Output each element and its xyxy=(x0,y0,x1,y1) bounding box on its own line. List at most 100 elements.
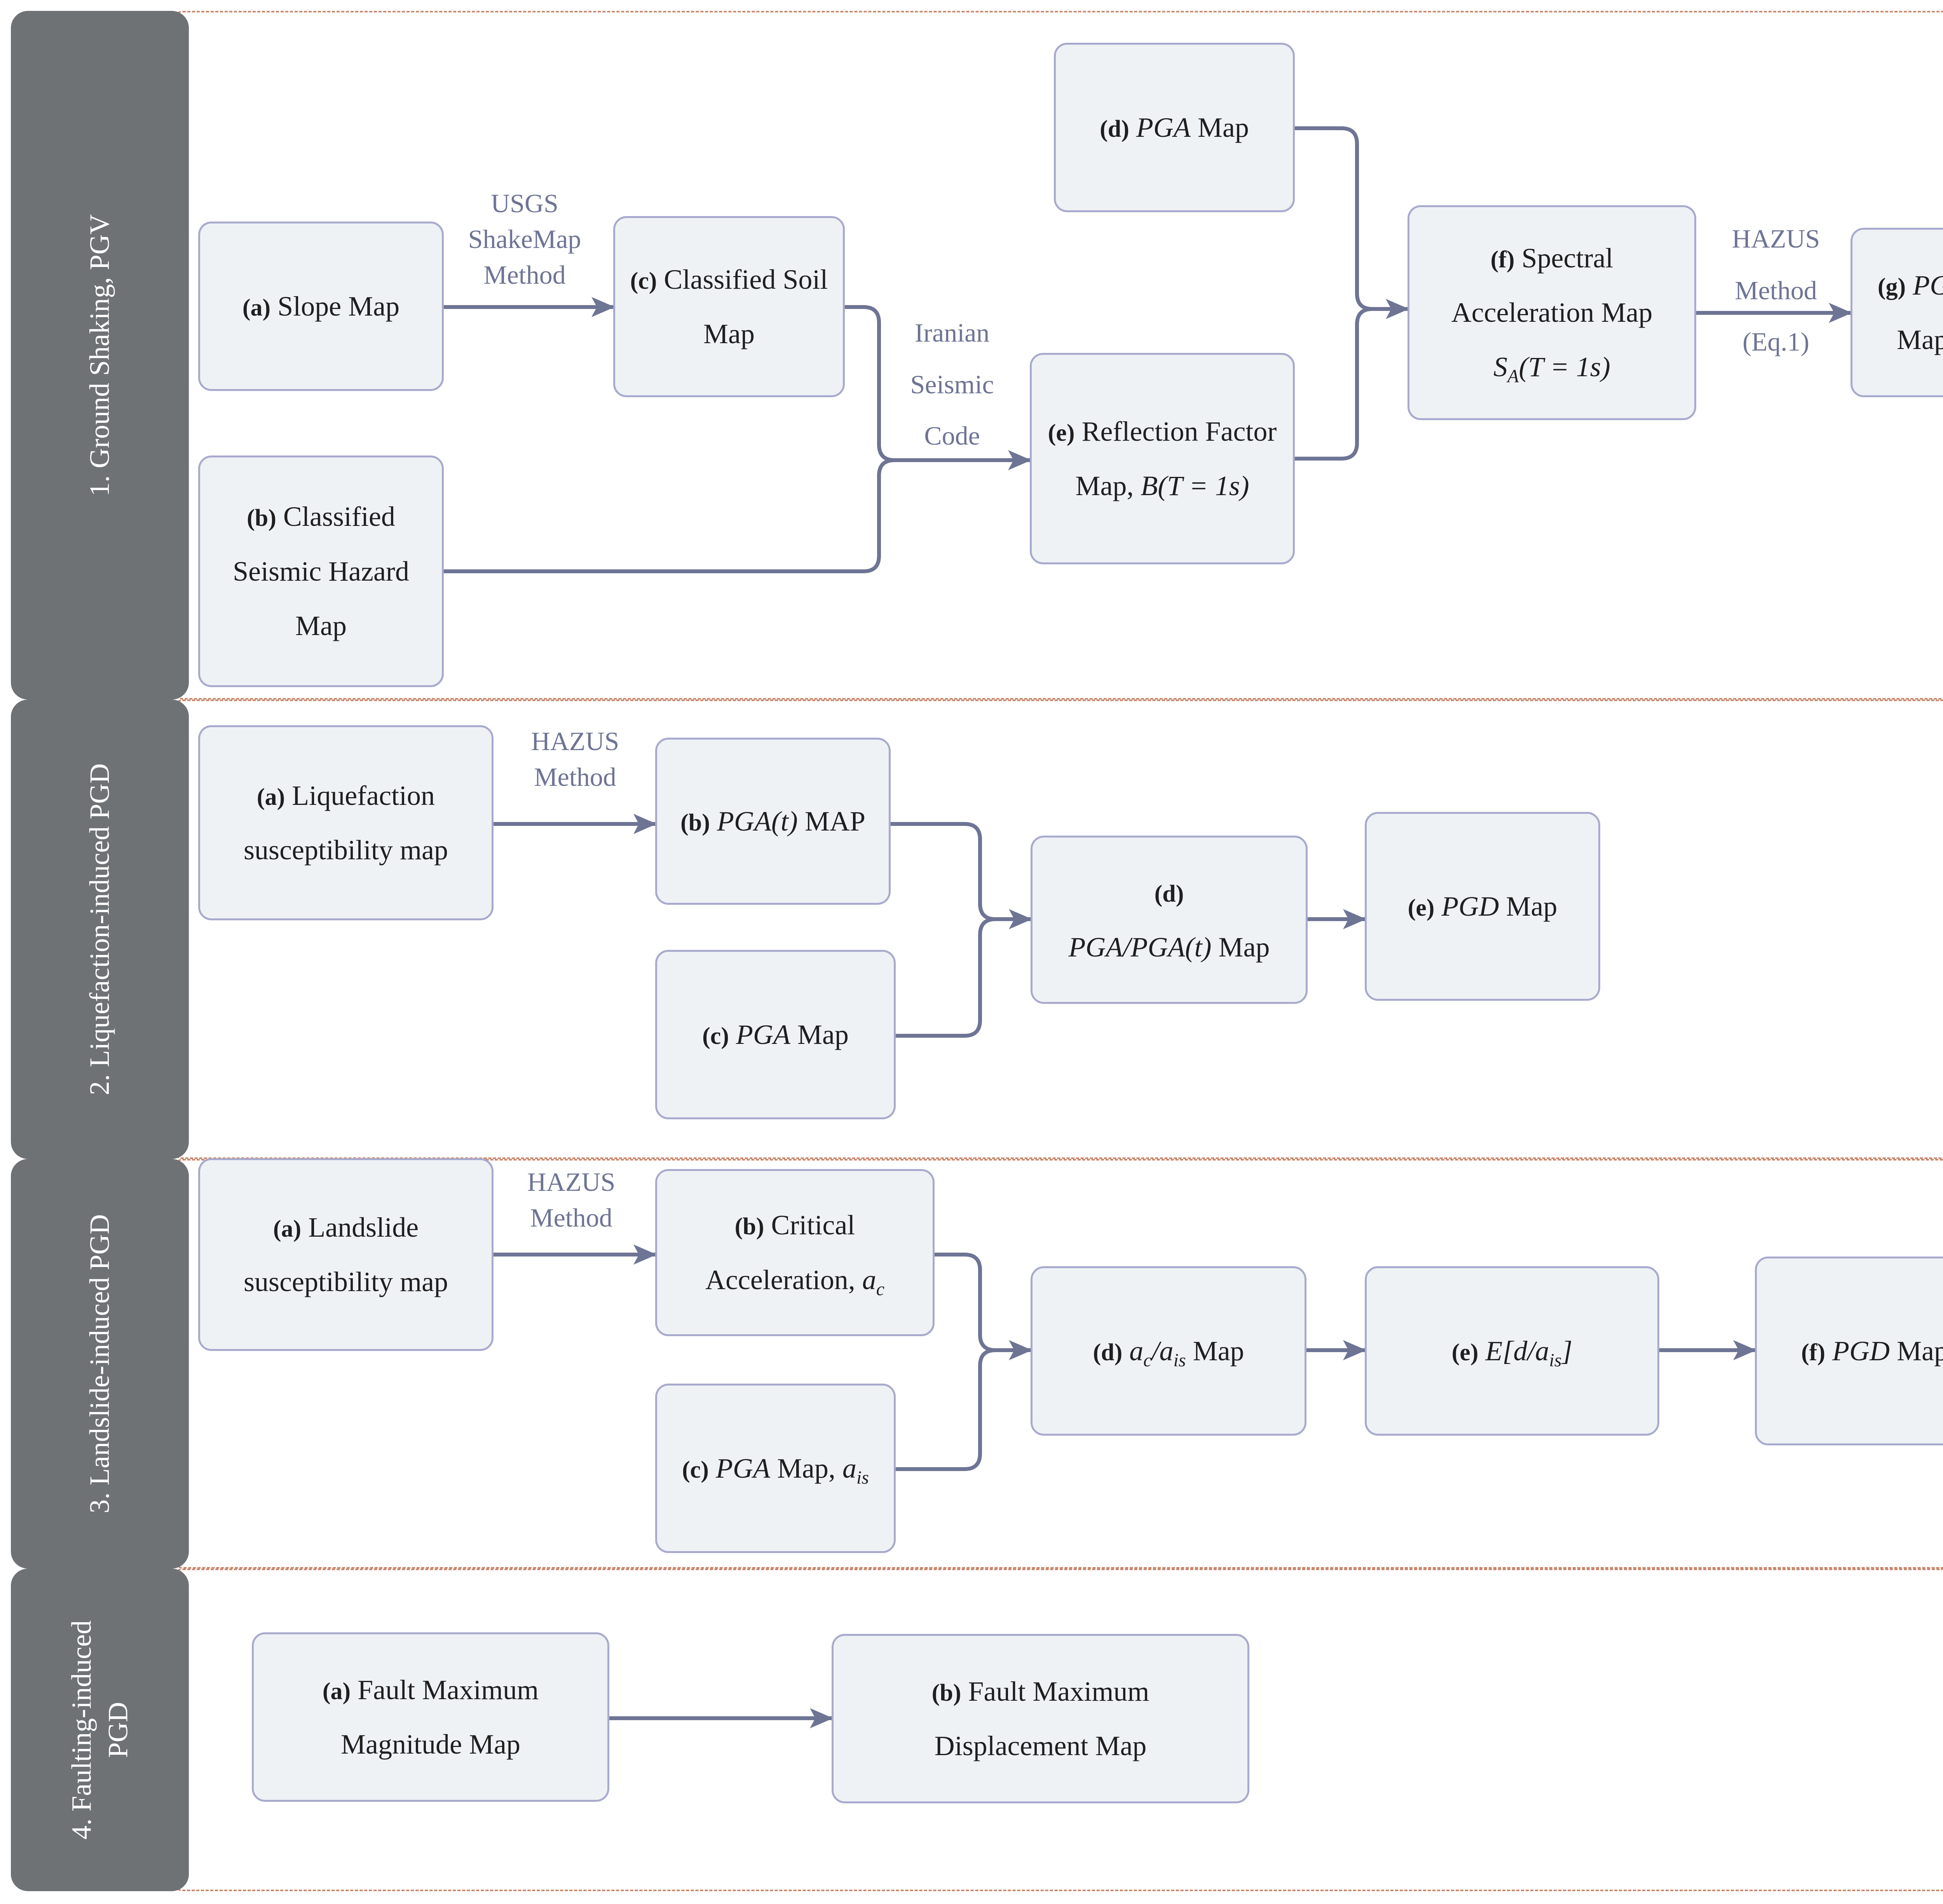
s2-a-tag: (a) xyxy=(256,784,285,810)
s3-b-text2: Acceleration, xyxy=(705,1264,862,1295)
s2-c-tag: (c) xyxy=(702,1023,729,1049)
s3-pga-map-box: (c) PGA Map, ais xyxy=(655,1384,896,1553)
s1-reflection-factor-box: (e) Reflection Factor Map, B(T = 1s) xyxy=(1030,353,1295,564)
s1-g-tag: (g) xyxy=(1877,273,1906,300)
section-4-side-panel: 4. Faulting-induced PGD xyxy=(11,1569,189,1891)
s1-classified-soil-box: (c) Classified Soil Map xyxy=(613,216,845,397)
s2-e-tag: (e) xyxy=(1408,894,1435,921)
s1-edge-label-hazus: HAZUS Method (Eq.1) xyxy=(1706,213,1846,368)
s2-d-tag: (d) xyxy=(1154,881,1184,907)
s2-pga-t-map-box: (b) PGA(t) MAP xyxy=(655,738,891,905)
s4-b-tag: (b) xyxy=(931,1679,961,1706)
s1-c-text1: Classified Soil xyxy=(664,264,828,295)
s1-edge-usgs-line1: USGS xyxy=(491,188,558,218)
s3-e-post: ] xyxy=(1561,1335,1573,1366)
s1-f-formula-s: S xyxy=(1493,351,1508,383)
s1-f-formula-sub: A xyxy=(1507,366,1519,387)
s3-expected-displacement-box: (e) E[d/ais] xyxy=(1365,1266,1659,1436)
section-3-side-panel: 3. Landslide-induced PGD xyxy=(11,1159,189,1569)
s3-f-var: PGD xyxy=(1832,1335,1890,1366)
s1-d-tag: (d) xyxy=(1100,115,1129,142)
s1-pga-map-box: (d) PGA Map xyxy=(1054,43,1295,212)
s2-a-text1: Liquefaction xyxy=(292,780,435,811)
s1-g-var: PGV xyxy=(1913,269,1943,301)
s3-a-tag: (a) xyxy=(273,1215,302,1242)
arrow-s1-e-f xyxy=(1293,307,1374,461)
s2-edge-hazus-line2: Method xyxy=(534,762,616,792)
s2-d-text: Map xyxy=(1218,931,1270,963)
s1-edge-usgs-line2: ShakeMap xyxy=(468,224,581,254)
s3-a-text2: susceptibility map xyxy=(244,1266,448,1297)
s1-b-text2: Seismic Hazard xyxy=(233,555,409,587)
s2-b-var: PGA(t) xyxy=(717,805,798,837)
s1-d-text: Map xyxy=(1197,112,1249,143)
s1-f-formula-rest: (T = 1s) xyxy=(1519,351,1610,383)
s1-b-text3: Map xyxy=(295,610,347,642)
s3-b-var-sub: c xyxy=(876,1279,885,1300)
s1-edge-iranian-line2: Seismic xyxy=(910,369,994,399)
s1-e-tag: (e) xyxy=(1048,419,1075,446)
s2-pga-ratio-box: (d) PGA/PGA(t) Map xyxy=(1031,836,1308,1004)
s3-d-v2: a xyxy=(1159,1335,1174,1366)
s3-f-text: Map xyxy=(1896,1335,1943,1366)
s1-c-text2: Map xyxy=(703,318,755,349)
s4-a-tag: (a) xyxy=(322,1678,351,1705)
s1-e-text1: Reflection Factor xyxy=(1081,415,1277,447)
s1-g-text2: Map xyxy=(1897,324,1943,355)
s3-d-text: Map xyxy=(1193,1335,1244,1366)
s1-pgv-map-box: (g) PGV Map xyxy=(1851,228,1943,397)
s3-edge-hazus-line1: HAZUS xyxy=(527,1167,616,1197)
s2-c-text: Map xyxy=(797,1019,849,1050)
s1-c-tag: (c) xyxy=(630,267,657,294)
s1-edge-hazus-line1: HAZUS xyxy=(1732,224,1820,253)
s4-b-text1: Fault Maximum xyxy=(968,1675,1149,1707)
s3-d-tag: (d) xyxy=(1093,1339,1123,1366)
s3-a-text1: Landslide xyxy=(308,1211,419,1243)
s3-e-pre: E[d/ xyxy=(1485,1335,1535,1366)
s3-landslide-box: (a) Landslide susceptibility map xyxy=(198,1158,494,1351)
s3-pgd-map-box: (f) PGD Map xyxy=(1755,1257,1943,1445)
arrow-s2-c-d xyxy=(894,917,998,1038)
s1-seismic-hazard-box: (b) Classified Seismic Hazard Map xyxy=(198,455,444,687)
s3-d-v1-sub: c xyxy=(1143,1349,1152,1370)
s1-edge-hazus-line2: Method xyxy=(1735,275,1817,305)
s2-edge-label-hazus: HAZUS Method xyxy=(505,724,645,795)
s4-fault-displacement-box: (b) Fault Maximum Displacement Map xyxy=(832,1634,1249,1803)
s3-c-text: Map, xyxy=(777,1452,842,1484)
s3-d-slash: / xyxy=(1151,1335,1160,1366)
s2-c-var: PGA xyxy=(736,1019,790,1050)
s1-edge-iranian-line3: Code xyxy=(924,421,980,451)
s1-edge-usgs-line3: Method xyxy=(483,260,566,290)
s1-b-text1: Classified xyxy=(283,501,395,532)
s3-c-var-sub: is xyxy=(856,1467,869,1488)
s3-b-tag: (b) xyxy=(734,1213,764,1240)
s3-b-text1: Critical xyxy=(771,1209,855,1241)
s2-pga-map-box: (c) PGA Map xyxy=(655,950,896,1119)
s3-d-v2-sub: is xyxy=(1173,1349,1186,1370)
s3-c-var-base: a xyxy=(842,1452,856,1484)
s2-d-var: PGA/PGA(t) xyxy=(1068,931,1212,963)
s2-b-text: MAP xyxy=(804,805,865,837)
s2-a-text2: susceptibility map xyxy=(244,834,448,866)
s1-e-formula: B(T = 1s) xyxy=(1141,470,1249,501)
s3-d-v1: a xyxy=(1129,1335,1144,1366)
s4-a-text1: Fault Maximum xyxy=(358,1674,539,1705)
s2-edge-hazus-line1: HAZUS xyxy=(531,726,619,756)
s3-critical-acceleration-box: (b) Critical Acceleration, ac xyxy=(655,1169,935,1336)
s3-e-v: a xyxy=(1535,1335,1549,1366)
s3-f-tag: (f) xyxy=(1801,1339,1825,1366)
s2-e-var: PGD xyxy=(1441,890,1499,922)
s1-spectral-acceleration-box: (f) Spectral Acceleration Map SA(T = 1s) xyxy=(1408,205,1696,420)
s1-a-tag: (a) xyxy=(242,294,271,321)
s1-e-text2: Map, xyxy=(1075,470,1141,501)
s2-e-text: Map xyxy=(1506,890,1558,922)
s1-edge-iranian-line1: Iranian xyxy=(914,318,990,347)
s3-b-var-base: a xyxy=(862,1264,876,1295)
arrow-s3-c-d xyxy=(894,1348,998,1471)
s1-slope-map-box: (a) Slope Map xyxy=(198,222,444,391)
s3-ratio-map-box: (d) ac/ais Map xyxy=(1031,1266,1306,1436)
s2-b-tag: (b) xyxy=(680,809,710,836)
s3-e-v-sub: is xyxy=(1549,1349,1562,1370)
s1-edge-label-usgs: USGS ShakeMap Method xyxy=(451,186,598,293)
